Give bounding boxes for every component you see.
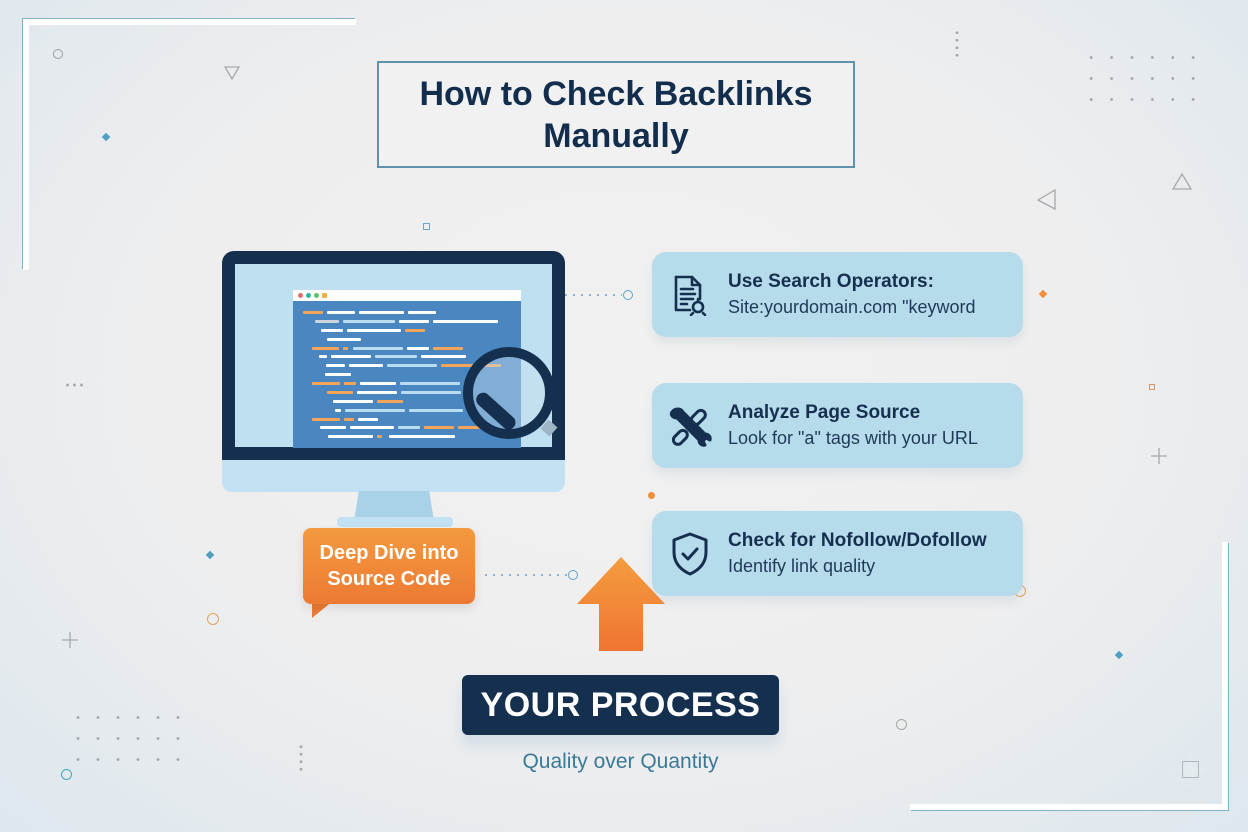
process-label: YOUR PROCESS (480, 685, 761, 724)
step-card-search-operators: Use Search Operators: Site:yourdomain.co… (652, 252, 1023, 337)
step-text: Use Search Operators: Site:yourdomain.co… (728, 270, 976, 320)
circle-decoration (896, 719, 907, 730)
code-window (293, 290, 558, 448)
connector-end-ring (623, 290, 633, 300)
plus-decoration (1151, 448, 1167, 464)
your-process-banner: YOUR PROCESS (462, 675, 779, 735)
corner-bracket-top-left (23, 19, 356, 270)
monitor-screen (235, 264, 558, 448)
corner-bracket-bottom-right (910, 542, 1228, 810)
window-dot-red (298, 293, 303, 298)
document-badge-icon (652, 274, 728, 316)
step-text: Analyze Page Source Look for "a" tags wi… (728, 401, 978, 451)
step-card-analyze-source: Analyze Page Source Look for "a" tags wi… (652, 383, 1023, 468)
step-subtitle: Site:yourdomain.com "keyword (728, 296, 976, 317)
window-dot-orange (322, 293, 327, 298)
dot-grid-top-right (1081, 47, 1203, 119)
window-dot-green (314, 293, 319, 298)
source-code-callout: Deep Dive into Source Code (303, 528, 475, 604)
title-box: How to Check Backlinks Manually (377, 61, 855, 168)
square-decoration (423, 223, 430, 230)
callout-line-1: Deep Dive into (319, 542, 459, 564)
circle-decoration (53, 49, 63, 59)
plus-decoration (62, 632, 78, 648)
square-orange-decoration (1149, 384, 1155, 390)
connector-callout-to-arrow (482, 574, 568, 576)
triangle-up-decoration (1172, 172, 1192, 190)
page-title: How to Check Backlinks Manually (419, 74, 813, 155)
dots-horizontal-decoration (64, 383, 84, 387)
square-decoration (1182, 761, 1199, 778)
monitor-stand-neck (354, 491, 434, 521)
callout-line-2: Source Code (327, 568, 451, 590)
monitor-stand-foot (337, 517, 453, 527)
step-text: Check for Nofollow/Dofollow Identify lin… (728, 529, 987, 579)
tools-icon (652, 405, 728, 447)
window-dot-teal (306, 293, 311, 298)
connector-monitor-to-step-1 (562, 294, 622, 296)
tagline: Quality over Quantity (522, 750, 719, 773)
dot-orange-decoration (648, 492, 655, 499)
step-title: Check for Nofollow/Dofollow (728, 529, 987, 551)
diamond-orange-decoration (1038, 289, 1048, 299)
monitor-illustration (222, 251, 565, 492)
monitor-chin (222, 460, 565, 492)
callout-tail (312, 600, 334, 618)
shield-check-icon (652, 531, 728, 577)
triangle-down-decoration (224, 66, 240, 80)
window-titlebar (293, 290, 521, 301)
callout-text: Deep Dive into Source Code (320, 540, 459, 592)
connector-end-ring (568, 570, 578, 580)
monitor-bezel (222, 251, 565, 460)
step-title: Use Search Operators: (728, 270, 934, 292)
circle-orange-decoration (207, 613, 219, 625)
triangle-left-decoration (1037, 189, 1056, 211)
diamond-decoration (205, 550, 215, 560)
circle-teal-decoration (61, 769, 72, 780)
step-subtitle: Identify link quality (728, 555, 876, 576)
dot-grid-bottom-left (68, 707, 188, 779)
step-title: Analyze Page Source (728, 401, 921, 423)
dots-vertical-decoration (299, 743, 303, 773)
step-subtitle: Look for "a" tags with your URL (728, 427, 978, 448)
step-card-nofollow-dofollow: Check for Nofollow/Dofollow Identify lin… (652, 511, 1023, 596)
dots-vertical-decoration (955, 29, 959, 57)
